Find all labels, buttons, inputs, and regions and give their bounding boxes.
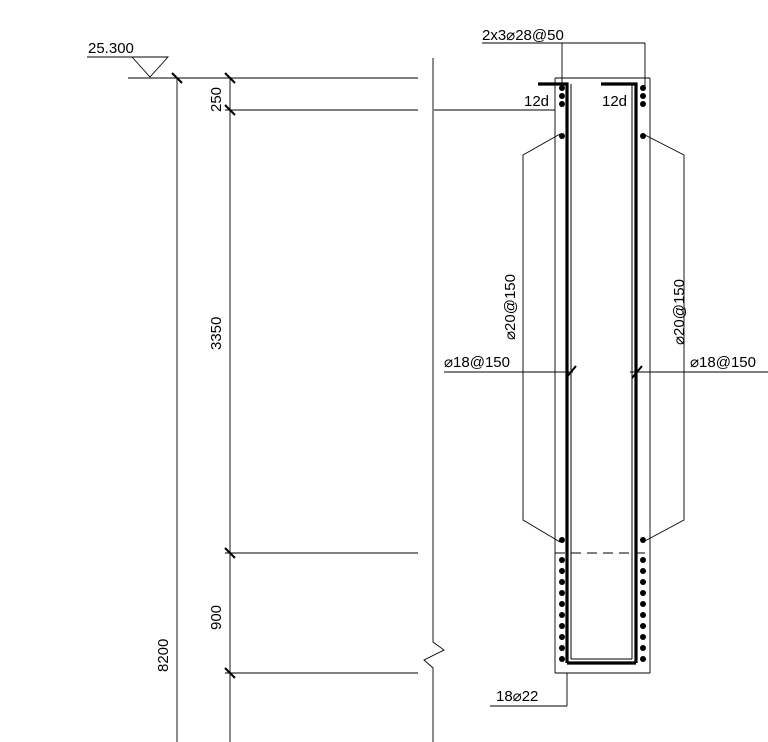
leader-lines (444, 42, 768, 707)
main-bars (538, 82, 638, 665)
label-stirrup-right: ⌀18@150 (690, 354, 756, 371)
dim-8200: 8200 (155, 639, 172, 672)
dimension-chain: 250 3350 900 8200 (155, 72, 418, 742)
label-vertical-right: ⌀20@150 (671, 279, 688, 345)
label-anchor-right: 12d (602, 93, 627, 110)
dim-250: 250 (208, 87, 225, 112)
wall-section (434, 77, 651, 674)
label-bottom-rebar: 18⌀22 (496, 688, 538, 705)
dim-tick (224, 667, 236, 679)
dim-tick (224, 104, 236, 116)
dim-tick (224, 72, 236, 84)
rebar-dots (559, 85, 646, 662)
dim-900: 900 (208, 605, 225, 630)
label-top-rebar: 2x3⌀28@50 (482, 27, 564, 44)
elevation-value: 25.300 (88, 40, 134, 57)
label-vertical-left: ⌀20@150 (502, 274, 519, 340)
label-anchor-left: 12d (524, 93, 549, 110)
rebar-labels: 2x3⌀28@50 12d 12d ⌀20@150 ⌀20@150 ⌀18@15… (444, 27, 756, 705)
dim-tick (224, 547, 236, 559)
dim-3350: 3350 (208, 317, 225, 350)
label-stirrup-left: ⌀18@150 (444, 354, 510, 371)
dim-tick (171, 72, 183, 84)
stirrup-outline (522, 133, 685, 543)
elevation-marker: 25.300 (87, 40, 175, 79)
break-line (423, 58, 445, 742)
